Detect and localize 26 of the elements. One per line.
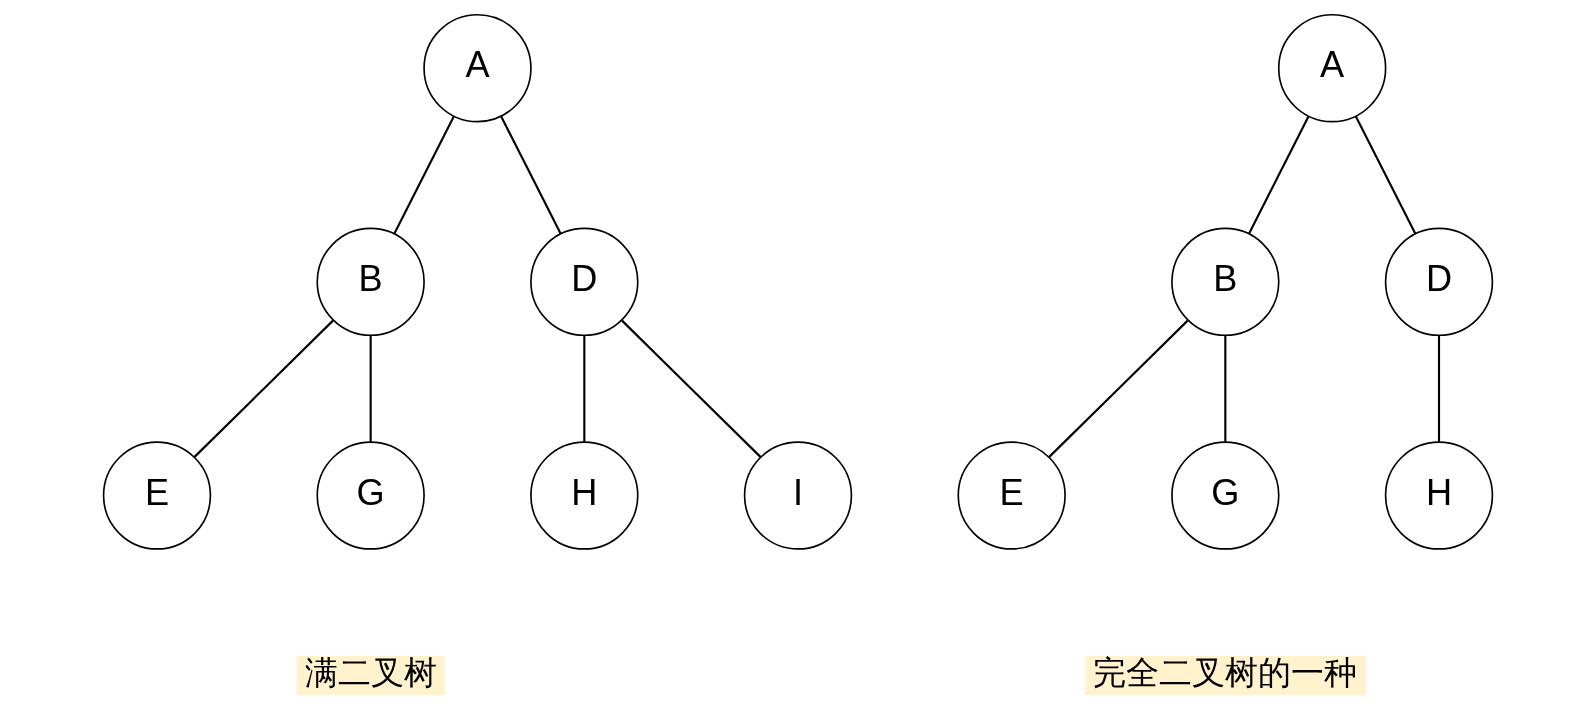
node-circle: G xyxy=(1171,441,1280,550)
connector xyxy=(500,116,562,235)
connector xyxy=(369,335,372,442)
connector xyxy=(1224,335,1227,442)
connector xyxy=(621,319,762,458)
node-circle: D xyxy=(530,227,639,337)
label: 完全二叉树的一种 xyxy=(1093,653,1358,691)
node-circle: H xyxy=(530,441,639,550)
label: 满二叉树 xyxy=(304,653,437,691)
node-circle: E xyxy=(957,441,1066,550)
connector xyxy=(1437,335,1441,442)
node-circle: H xyxy=(1384,441,1494,550)
connector xyxy=(193,319,334,458)
node-circle: D xyxy=(1384,227,1494,337)
node-circle: B xyxy=(316,227,425,337)
node-circle: A xyxy=(423,13,532,123)
connector xyxy=(1048,319,1189,458)
node-circle: B xyxy=(1171,227,1280,337)
connector xyxy=(393,116,455,235)
connector xyxy=(583,335,586,442)
connector xyxy=(1248,116,1310,235)
node-circle: A xyxy=(1277,13,1387,123)
node-circle: I xyxy=(743,441,853,550)
connector xyxy=(1354,116,1417,235)
node-circle: G xyxy=(316,441,425,550)
node-circle: E xyxy=(102,441,212,550)
